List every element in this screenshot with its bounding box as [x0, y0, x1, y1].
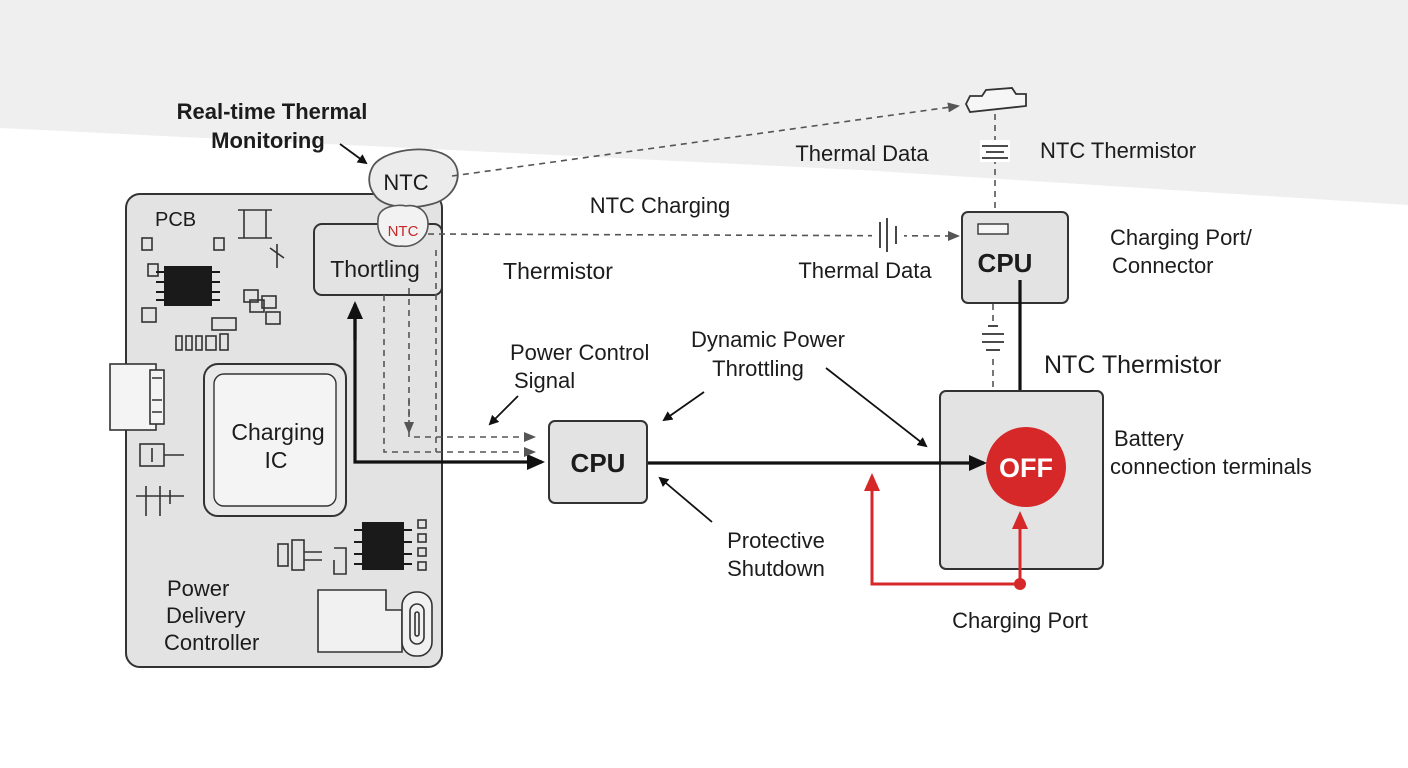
- monitoring-label-2: Monitoring: [211, 128, 325, 153]
- thermal-data-dashed-arrow: [451, 102, 960, 177]
- dynamic-pointer-right: [825, 367, 928, 448]
- power-delivery-label: Power: [167, 576, 229, 601]
- charging-port-connector-label: Charging Port/: [1110, 225, 1253, 250]
- pcb-chips: [164, 266, 404, 570]
- dynamic-throttling-label-2: Throttling: [712, 356, 804, 381]
- red-junction-dot: [1014, 578, 1026, 590]
- thermistor-symbol-lower: [978, 324, 1008, 356]
- throttling-to-cpu-arrow: [353, 308, 545, 470]
- red-shutdown-path: [864, 473, 1020, 586]
- battery-label: Battery: [1114, 426, 1184, 451]
- charging-ic-label-2: IC: [265, 447, 288, 473]
- power-control-dashed-2: [383, 295, 536, 457]
- ntc-charging-label: NTC Charging: [590, 193, 731, 218]
- power-delivery-label-3: Controller: [164, 630, 259, 655]
- ntc-charging-dashed-arrow: [427, 230, 960, 241]
- charging-port-bottom-label: Charging Port: [952, 608, 1088, 633]
- charging-port-connector-label-2: Connector: [1112, 253, 1214, 278]
- cpu-top-box: [961, 211, 1069, 304]
- battery-label-2: connection terminals: [1110, 454, 1312, 479]
- power-control-dashed-1: [408, 288, 536, 442]
- monitoring-arrow: [339, 143, 368, 165]
- thermal-data-top-label: Thermal Data: [795, 141, 929, 166]
- thermistor-symbol-mid: [872, 218, 904, 252]
- power-control-pointer: [488, 395, 519, 426]
- power-control-label: Power Control: [510, 340, 649, 365]
- monitoring-label: Real-time Thermal: [177, 99, 368, 124]
- cpu-center-label: CPU: [571, 448, 626, 478]
- ntc-thermistor-top-label: NTC Thermistor: [1040, 138, 1196, 163]
- power-delivery-label-2: Delivery: [166, 603, 245, 628]
- protective-shutdown-label-2: Shutdown: [727, 556, 825, 581]
- ntc-thermistor-mid-label: NTC Thermistor: [1044, 351, 1221, 379]
- power-control-label-2: Signal: [514, 368, 575, 393]
- dynamic-pointer-left: [662, 391, 705, 422]
- ntc-small-label: NTC: [388, 223, 419, 240]
- off-button-label: OFF: [999, 453, 1053, 483]
- charging-ic-label: Charging: [231, 419, 324, 445]
- background-band: [0, 0, 1408, 205]
- thermistor-symbol-top: [980, 140, 1010, 162]
- thermal-data-mid-label: Thermal Data: [798, 258, 932, 283]
- ntc-small-bubble: [377, 204, 429, 248]
- cpu-top-label: CPU: [978, 248, 1033, 278]
- cpu-center-box: [548, 420, 648, 504]
- protective-pointer: [658, 476, 713, 523]
- ntc-sensor-icon: [964, 87, 1027, 113]
- pcb-components: [109, 209, 433, 657]
- ntc-bubble-label: NTC: [383, 170, 428, 195]
- throttling-label: Thortling: [330, 256, 419, 282]
- charging-ic-inner: [213, 373, 337, 507]
- chip-pins: [156, 271, 412, 565]
- ntc-bubble: [368, 148, 459, 209]
- off-button[interactable]: [986, 427, 1066, 507]
- dynamic-throttling-label: Dynamic Power: [691, 327, 845, 352]
- cpu-top-notch: [977, 223, 1009, 235]
- pcb-label: PCB: [155, 209, 196, 231]
- thermistor-label: Thermistor: [503, 258, 613, 284]
- protective-shutdown-label: Protective: [727, 528, 825, 553]
